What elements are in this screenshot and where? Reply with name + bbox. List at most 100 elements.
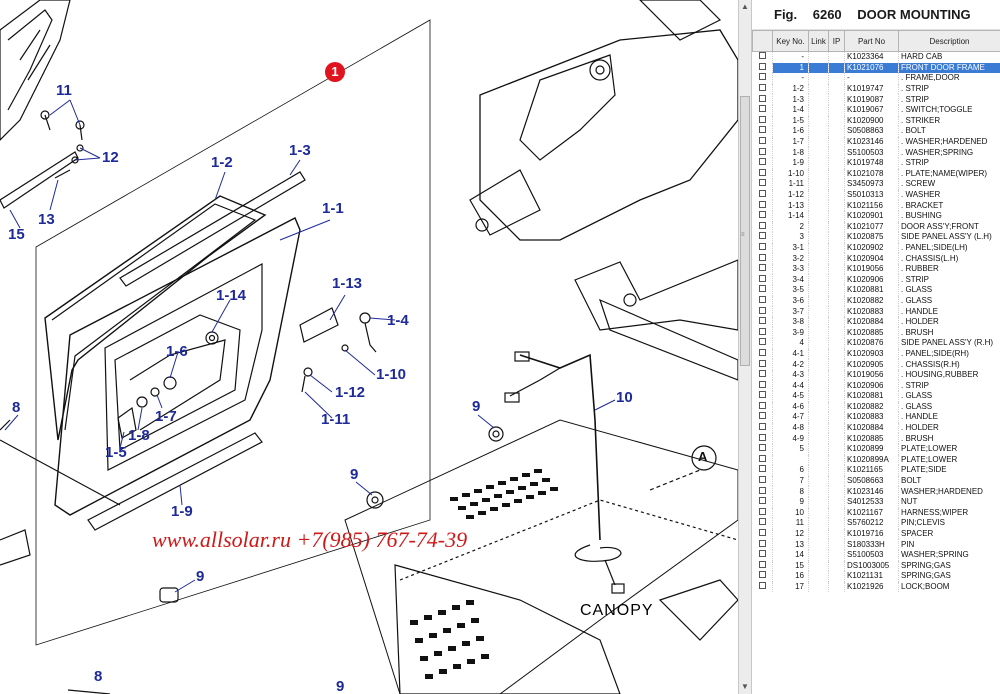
row-checkbox[interactable] (752, 263, 773, 275)
row-checkbox[interactable] (752, 62, 773, 74)
row-select-checkbox[interactable] (758, 306, 766, 314)
row-checkbox[interactable] (752, 168, 773, 180)
row-select-checkbox[interactable] (758, 105, 766, 113)
column-header-key-no[interactable]: Key No. (772, 30, 809, 52)
row-select-checkbox[interactable] (758, 338, 766, 346)
row-select-checkbox[interactable] (758, 221, 766, 229)
row-checkbox[interactable] (752, 539, 773, 550)
callout-15[interactable]: 15 (8, 226, 25, 243)
vertical-scrollbar[interactable]: ▲ ≡ ▼ (738, 0, 752, 694)
row-checkbox[interactable] (752, 560, 773, 572)
callout-1-12[interactable]: 1-12 (335, 384, 366, 401)
callout-1-6[interactable]: 1-6 (166, 343, 188, 360)
row-checkbox[interactable] (752, 115, 773, 127)
callout-1-7[interactable]: 1-7 (155, 408, 177, 425)
callout-1-5[interactable]: 1-5 (105, 444, 127, 461)
row-select-checkbox[interactable] (758, 232, 766, 240)
callout-1-4[interactable]: 1-4 (387, 312, 409, 329)
row-select-checkbox[interactable] (758, 317, 766, 325)
row-select-checkbox[interactable] (758, 285, 766, 293)
row-checkbox[interactable] (752, 274, 773, 286)
column-header-part-no[interactable]: Part No (844, 30, 899, 52)
exploded-parts-diagram[interactable]: 11 12 13 15 1-2 1-3 1-1 1-14 1-13 1-4 1-… (0, 0, 738, 694)
row-checkbox[interactable] (752, 51, 773, 63)
callout-9[interactable]: 9 (336, 678, 345, 694)
row-checkbox[interactable] (752, 316, 773, 328)
row-checkbox[interactable] (752, 338, 773, 349)
row-select-checkbox[interactable] (758, 529, 766, 537)
column-header-link[interactable]: Link (808, 30, 829, 52)
callout-9[interactable]: 9 (196, 568, 205, 585)
callout-1-1[interactable]: 1-1 (322, 200, 344, 217)
row-select-checkbox[interactable] (758, 158, 766, 166)
row-select-checkbox[interactable] (758, 52, 766, 60)
row-checkbox[interactable] (752, 232, 773, 243)
row-checkbox[interactable] (752, 581, 773, 593)
row-select-checkbox[interactable] (758, 200, 766, 208)
row-checkbox[interactable] (752, 189, 773, 201)
row-checkbox[interactable] (752, 242, 773, 254)
row-select-checkbox[interactable] (758, 380, 766, 388)
callout-12[interactable]: 12 (102, 149, 119, 166)
row-select-checkbox[interactable] (758, 264, 766, 272)
callout-8[interactable]: 8 (12, 399, 21, 416)
row-select-checkbox[interactable] (758, 242, 766, 250)
row-checkbox[interactable] (752, 518, 773, 529)
row-select-checkbox[interactable] (758, 84, 766, 92)
assembly-marker[interactable]: 1 (325, 62, 345, 82)
row-checkbox[interactable] (752, 179, 773, 190)
callout-1-13[interactable]: 1-13 (332, 275, 363, 292)
row-select-checkbox[interactable] (758, 359, 766, 367)
row-select-checkbox[interactable] (758, 62, 766, 70)
row-checkbox[interactable] (752, 73, 773, 84)
row-select-checkbox[interactable] (758, 581, 766, 589)
row-checkbox[interactable] (752, 285, 773, 296)
row-select-checkbox[interactable] (758, 253, 766, 261)
row-checkbox[interactable] (752, 359, 773, 370)
row-select-checkbox[interactable] (758, 433, 766, 441)
row-select-checkbox[interactable] (758, 115, 766, 123)
row-checkbox[interactable] (752, 475, 773, 487)
row-select-checkbox[interactable] (758, 539, 766, 547)
row-select-checkbox[interactable] (758, 518, 766, 526)
callout-8[interactable]: 8 (94, 668, 103, 685)
row-select-checkbox[interactable] (758, 560, 766, 568)
row-checkbox[interactable] (752, 433, 773, 444)
row-checkbox[interactable] (752, 221, 773, 233)
callout-10[interactable]: 10 (616, 389, 633, 406)
callout-13[interactable]: 13 (38, 211, 55, 228)
row-select-checkbox[interactable] (758, 126, 766, 134)
row-checkbox[interactable] (752, 412, 773, 423)
row-select-checkbox[interactable] (758, 412, 766, 420)
row-select-checkbox[interactable] (758, 401, 766, 409)
callout-11[interactable]: 11 (56, 82, 72, 99)
